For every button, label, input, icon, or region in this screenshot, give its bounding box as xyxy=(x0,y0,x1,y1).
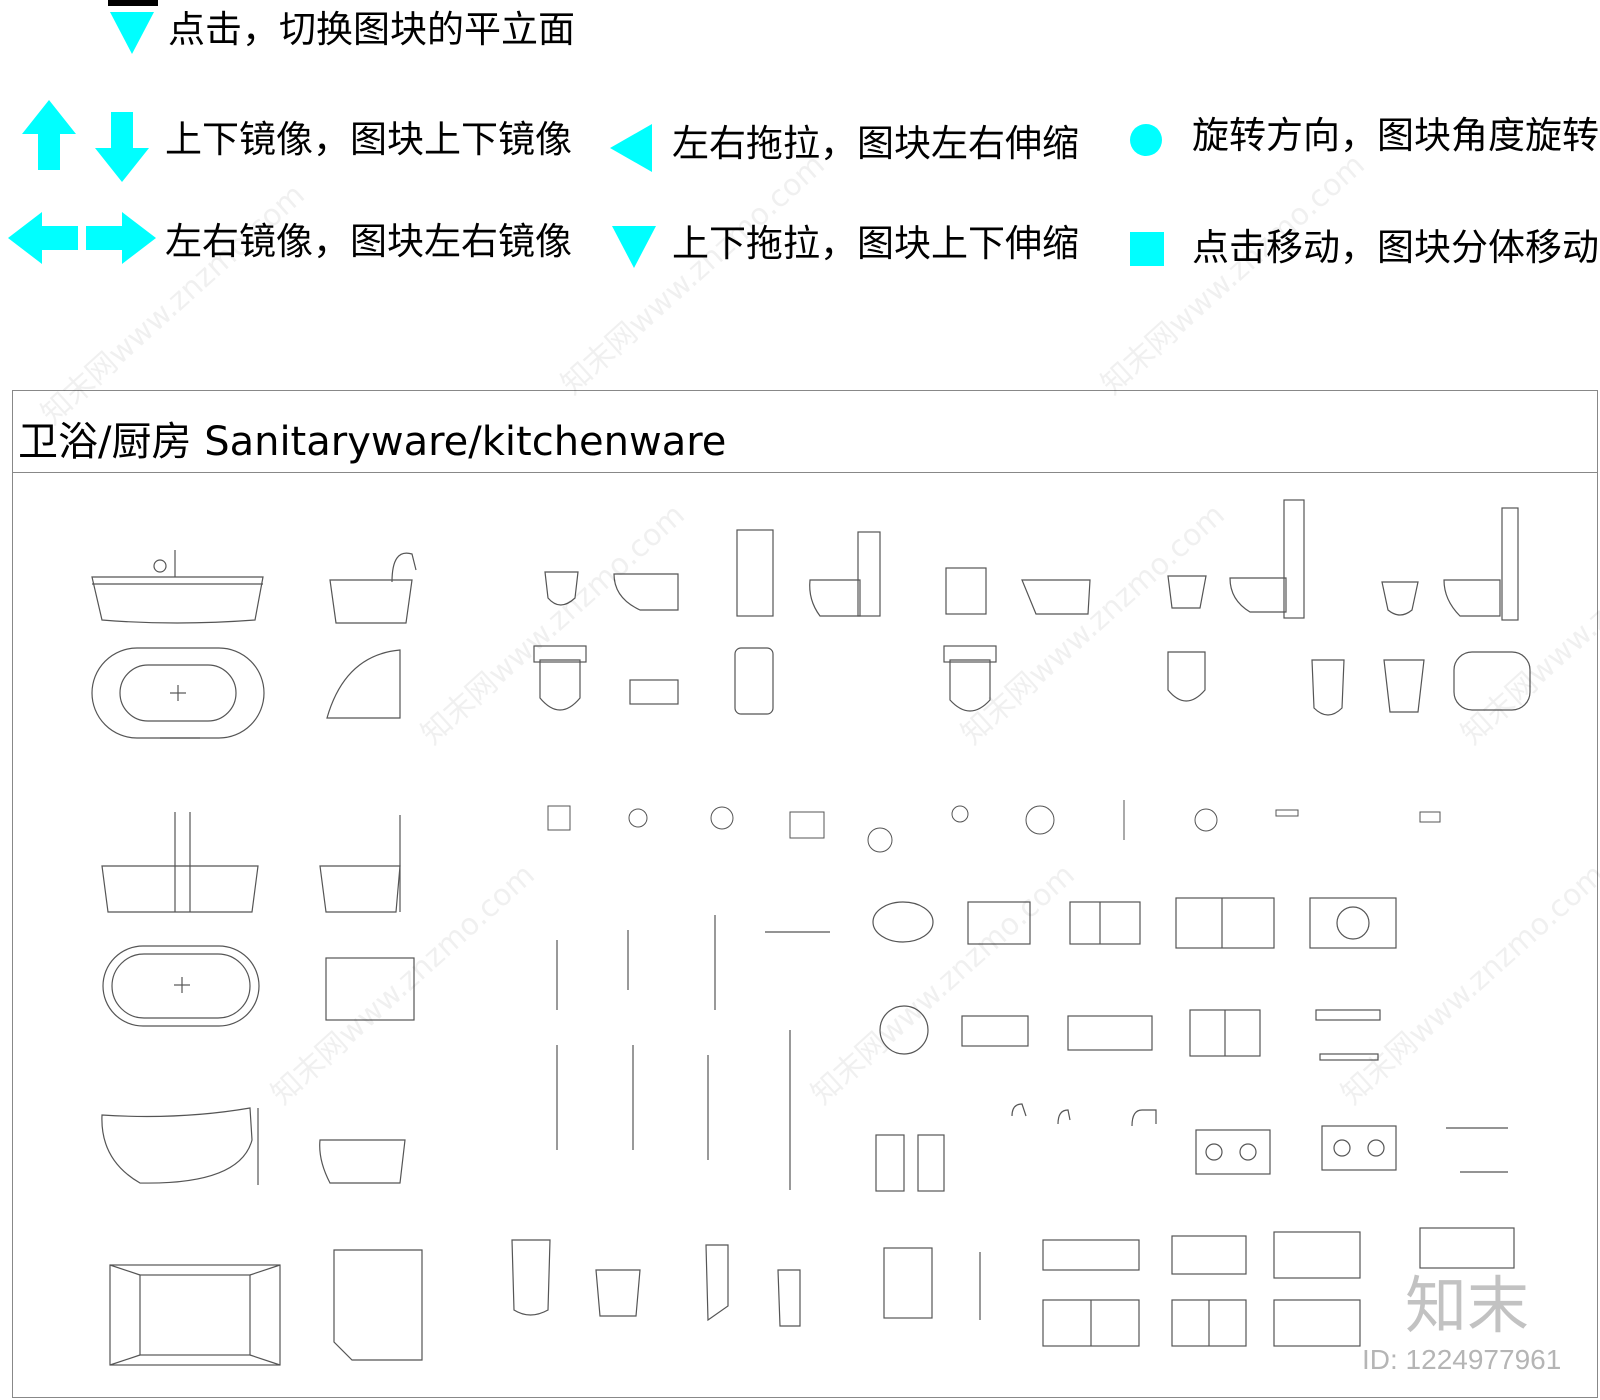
wall-hung-front-3 xyxy=(1381,581,1419,616)
arrow-left-icon xyxy=(8,212,78,264)
shower-head-2 xyxy=(1194,808,1218,832)
basin-counter-3 xyxy=(961,1015,1029,1047)
wall-toilet-front xyxy=(544,571,579,606)
square-icon xyxy=(1130,232,1164,266)
accessory-set xyxy=(1419,811,1441,823)
legend-switch-view: 点击，切换图块的平立面 xyxy=(168,8,575,51)
toilet-plan-3 xyxy=(734,647,774,715)
legend-stretch-horizontal: 左右拖拉，图块左右伸缩 xyxy=(672,122,1079,165)
urinal-side-1 xyxy=(705,1244,729,1322)
circle-icon xyxy=(1130,124,1162,156)
toilet-side-2 xyxy=(1021,579,1091,615)
tub-faucet xyxy=(391,552,417,583)
bathtub-freestanding xyxy=(101,1107,259,1185)
urinal-2 xyxy=(595,1269,641,1317)
bidet-plan xyxy=(1167,651,1206,702)
urinal-side-2 xyxy=(777,1269,801,1327)
bathtub-elevation-2 xyxy=(101,812,259,913)
toilet-side xyxy=(809,579,861,617)
legend-flip-vertical: 上下镜像，图块上下镜像 xyxy=(165,118,572,161)
oval-basin xyxy=(872,901,934,943)
urinal-1 xyxy=(511,1239,551,1316)
legend-stretch-vertical: 上下拖拉，图块上下伸缩 xyxy=(672,222,1079,265)
basin-counter-2 xyxy=(1309,897,1397,949)
basin-counter-1 xyxy=(967,901,1031,945)
wall-hung-side xyxy=(1229,577,1287,613)
smart-toilet-plan xyxy=(1311,659,1345,716)
shower-mixer-1 xyxy=(547,805,571,831)
toilet-plan-4 xyxy=(949,659,991,712)
small-tub-elevation-2 xyxy=(319,865,401,913)
triangle-down-icon xyxy=(110,12,154,54)
rain-shower xyxy=(1025,805,1055,835)
smart-toilet-side xyxy=(1453,651,1531,711)
valve-small xyxy=(951,805,969,823)
panel-divider xyxy=(12,472,1598,473)
tub-panel xyxy=(325,957,415,1021)
cooktop-2 xyxy=(1321,1125,1397,1171)
towel-rack-2 xyxy=(917,1134,945,1192)
toilet-front-tall xyxy=(736,529,774,617)
bathtub-elevation-1 xyxy=(91,550,264,624)
oven-hob xyxy=(1419,1227,1515,1269)
toilet-plan-2 xyxy=(629,679,679,705)
brand-logo: 知末 xyxy=(1405,1269,1530,1342)
double-sink-2 xyxy=(1175,897,1275,949)
bathtub-rectangular-plan xyxy=(109,1264,281,1366)
shower-head-round xyxy=(710,806,734,830)
bowl-tub xyxy=(319,1139,406,1184)
soap-dish xyxy=(1275,809,1299,817)
faucet-3 xyxy=(1131,1109,1157,1127)
corner-shower-tray xyxy=(333,1249,423,1361)
toilet-plan-1 xyxy=(539,659,581,711)
legend-rotate: 旋转方向，图块角度旋转 xyxy=(1192,114,1599,157)
kitchen-sink-elev-1 xyxy=(1042,1239,1140,1271)
kitchen-sink-elev-3 xyxy=(1273,1231,1361,1279)
wall-hung-small xyxy=(1167,575,1207,609)
legend-flip-horizontal: 左右镜像，图块左右镜像 xyxy=(165,220,572,263)
arrow-right-icon xyxy=(86,212,156,264)
panel-title: 卫浴/厨房 Sanitaryware/kitchenware xyxy=(18,419,727,465)
towel-holder xyxy=(789,811,825,839)
round-basin xyxy=(879,1005,929,1055)
corner-tub-plan xyxy=(326,649,401,719)
bathtub-plan-1 xyxy=(91,647,265,739)
legend-move: 点击移动，图块分体移动 xyxy=(1192,226,1599,269)
smart-toilet-front xyxy=(1383,659,1425,713)
shower-valve xyxy=(867,827,893,853)
resource-id: ID: 1224977961 xyxy=(1362,1344,1562,1375)
cooktop-1 xyxy=(1195,1129,1271,1175)
drawing-panel xyxy=(12,390,1598,1398)
wall-toilet-side xyxy=(613,573,679,611)
faucet-2 xyxy=(1057,1109,1071,1125)
bathtub-plan-2 xyxy=(102,945,260,1027)
towel-warmer xyxy=(883,1247,933,1319)
shelf-1 xyxy=(1315,1009,1381,1021)
double-sink-1 xyxy=(1069,901,1141,945)
basin-counter-4 xyxy=(1067,1015,1153,1051)
arrow-down-icon xyxy=(95,112,149,182)
shower-mixer-2 xyxy=(628,808,648,828)
small-tub-elevation xyxy=(329,579,413,624)
kitchen-sink-plan-3 xyxy=(1273,1299,1361,1347)
cistern-frame xyxy=(1283,499,1305,619)
triangle-down-icon xyxy=(612,226,656,268)
toilet-front-2 xyxy=(945,567,987,615)
triangle-left-icon xyxy=(610,124,652,172)
arrow-up-icon xyxy=(22,100,76,170)
top-bar-marker xyxy=(108,0,158,6)
towel-rack-1 xyxy=(875,1134,905,1192)
faucet-1 xyxy=(1011,1103,1027,1117)
kitchen-sink-elev-2 xyxy=(1171,1235,1247,1275)
wall-hung-side-3 xyxy=(1443,579,1501,617)
shelf-2 xyxy=(1319,1053,1379,1061)
